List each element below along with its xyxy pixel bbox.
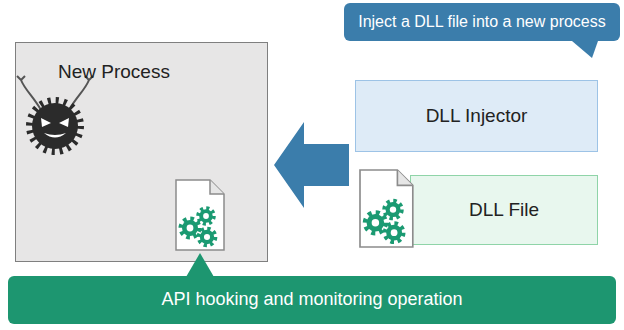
malware-icon [17, 76, 93, 151]
process-box: New Process [15, 42, 268, 262]
text-holder: API hooking and monitoring operation [8, 276, 616, 324]
text-holder: DLL Injector [356, 81, 597, 151]
box-label: DLL File [469, 199, 539, 222]
dll-file-box: DLL File [355, 165, 598, 255]
instruction-callout: Inject a DLL file into a new process [344, 3, 620, 41]
box-title: New Process [58, 61, 170, 84]
text-holder: Inject a DLL file into a new process [344, 3, 620, 41]
dll-document-icon [176, 180, 224, 250]
injector-box: DLL Injector [355, 80, 598, 152]
text-holder: DLL File [410, 175, 598, 245]
callout-pointer [186, 253, 214, 277]
callout-text: Inject a DLL file into a new process [358, 12, 606, 31]
block-arrow [274, 122, 349, 208]
callout-text: API hooking and monitoring operation [161, 289, 462, 311]
text-holder: New Process [16, 57, 267, 87]
dll-document-icon [360, 170, 413, 247]
callout-pointer [572, 41, 598, 58]
box-label: DLL Injector [426, 105, 528, 128]
operation-callout: API hooking and monitoring operation [8, 276, 616, 324]
